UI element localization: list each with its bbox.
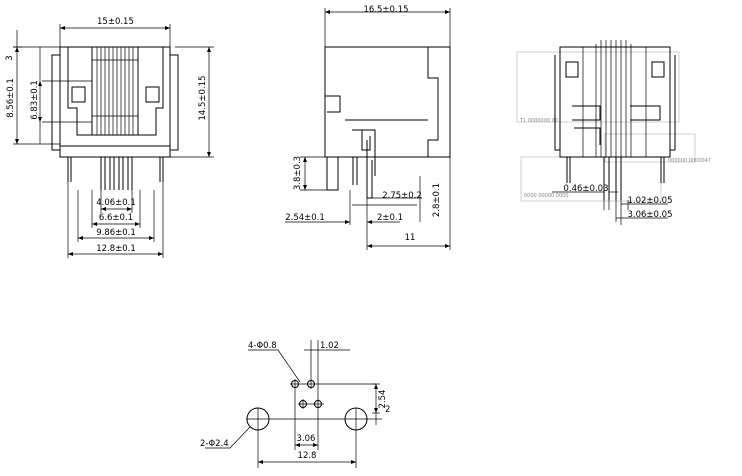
faint-label-3: 0000 00000 0000 <box>524 193 569 199</box>
dim-pitch-bottom: 3.06 <box>297 434 316 444</box>
dim-bottom-width: 12.8±0.1 <box>96 244 136 254</box>
dim-top-offset: 3 <box>5 55 15 60</box>
dim-offset-2: 2 <box>385 405 390 415</box>
faint-label-2: 000000 0000047 <box>668 158 711 164</box>
dim-pin-span-inner: 4.06±0.1 <box>96 198 136 208</box>
dim-leg-height: 3.8±0.3 <box>293 156 303 190</box>
dim-pitch-102: 1.02±0.05 <box>628 196 673 206</box>
dim-pitch-vertical: 2.54 <box>378 390 388 409</box>
side-view: 16.5±0.15 3.8±0.3 2.75±0.2 2.8±0.1 2.54±… <box>285 5 451 250</box>
dim-offset-2: 2±0.1 <box>377 213 403 223</box>
rear-view: T1 0000000 00 000000 0000047 0000 00000 … <box>516 40 711 225</box>
dim-pitch-254: 2.54±0.1 <box>285 213 325 223</box>
dim-depth-top: 16.5±0.15 <box>364 5 409 15</box>
dim-pin-span-outer: 9.86±0.1 <box>96 228 136 238</box>
dim-length-11: 11 <box>405 233 416 243</box>
dim-inner-height: 6.83±0.1 <box>30 80 40 120</box>
dim-left-height: 8.56±0.1 <box>6 78 16 118</box>
mount-holes-label: 2-Φ2.4 <box>200 439 229 449</box>
front-view: 15±0.15 14.5±0.15 3 8.56±0.1 6.83±0.1 4.… <box>5 17 214 258</box>
dim-pin-height: 2.8±0.1 <box>432 183 442 217</box>
footprint: 4-Φ0.8 1.02 2.54 2 3.06 2-Φ2.4 12.8 <box>200 340 390 468</box>
dim-pitch-046: 0.46±0.03 <box>564 184 609 194</box>
dim-width-128: 12.8 <box>298 451 317 461</box>
dim-height-total: 14.5±0.15 <box>198 76 208 121</box>
dim-pitch-top: 1.02 <box>320 341 339 351</box>
dim-offset-275: 2.75±0.2 <box>382 191 422 201</box>
dim-span-306: 3.06±0.05 <box>628 210 673 220</box>
dim-width-top: 15±0.15 <box>97 17 134 27</box>
dim-pin-span-mid: 6.6±0.1 <box>99 213 133 223</box>
holes-label: 4-Φ0.8 <box>248 341 277 351</box>
faint-label-1: T1 0000000 00 <box>519 118 558 124</box>
